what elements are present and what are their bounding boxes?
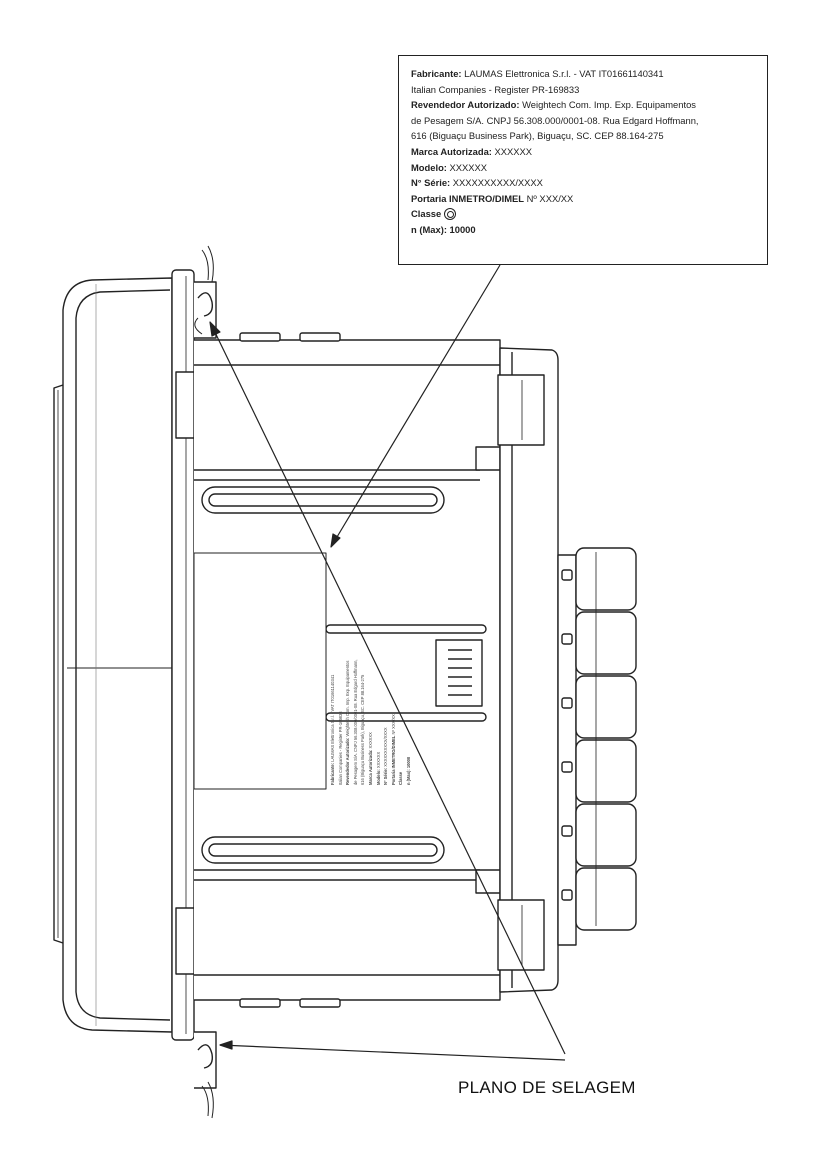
leader-lines — [209, 264, 566, 1061]
revendedor-value: Weightech Com. Imp. Exp. Equipamentos — [519, 99, 696, 111]
revendedor-line3: 616 (Biguaçu Business Park), Biguaçu, SC… — [411, 130, 664, 142]
sealing-plane-caption: PLANO DE SELAGEM — [458, 1078, 636, 1097]
accuracy-class-icon — [444, 207, 457, 220]
nmax-line: n (Max): 10000 — [411, 223, 476, 235]
rear-housing — [497, 347, 559, 993]
small-register: Italian Companies - Register PR-169833 — [337, 711, 343, 786]
small-revendedor-line3: 616 (Biguaçu Business Park), Biguaçu, SC… — [360, 674, 366, 785]
identification-label-callout: Fabricante: LAUMAS Elettronica S.r.l. - … — [398, 55, 768, 265]
small-portaria-key: Portaria INMETRO/DIMEL — [390, 735, 396, 785]
revendedor-key: Revendedor Autorizado: — [411, 99, 520, 111]
small-portaria-val: Nº XXX/XX — [390, 714, 396, 736]
serie-value: XXXXXXXXXX/XXXX — [450, 177, 543, 189]
small-marca-key: Marca Autorizada: — [367, 749, 373, 785]
small-marca-val: XXXXXX — [367, 732, 373, 750]
small-nmax: n (Max): 10000 — [405, 756, 411, 785]
small-serie-key: N° Série: — [383, 767, 389, 785]
front-cover — [53, 277, 173, 1033]
small-revendedor-line2: de Pesagem S/A. CNPJ 56.308.000/0001-08.… — [352, 659, 358, 785]
register-line: Italian Companies - Register PR-169833 — [411, 83, 580, 95]
marca-key: Marca Autorizada: — [411, 145, 492, 157]
classe-key: Classe — [411, 208, 442, 220]
modelo-key: Modelo: — [411, 161, 447, 173]
small-serie-val: XXXXXXXXXX/XXXX — [383, 727, 389, 768]
bottom-clip — [194, 1031, 217, 1119]
small-revendedor-key: Revendedor Autorizado: — [345, 737, 351, 785]
serie-key: N° Série: — [411, 177, 451, 189]
small-classe-key: Classe — [398, 771, 404, 785]
portaria-key: Portaria INMETRO/DIMEL — [411, 192, 525, 204]
fabricante-value: LAUMAS Elettronica S.r.l. - VAT IT016611… — [461, 68, 664, 79]
terminal-connectors — [557, 547, 637, 946]
marca-value: XXXXXX — [491, 145, 533, 157]
housing-body — [194, 332, 501, 1008]
revendedor-line2: de Pesagem S/A. CNPJ 56.308.000/0001-08.… — [411, 114, 699, 126]
portaria-value: Nº XXX/XX — [524, 192, 574, 204]
front-flange — [171, 269, 195, 1041]
small-fabricante-val: LAUMAS Elettronica S.r.l. - VAT IT016611… — [330, 674, 335, 763]
fabricante-key: Fabricante: — [411, 68, 462, 79]
small-modelo-val: XXXXXX — [375, 751, 381, 770]
small-revendedor-val: Weightech Com. Imp. Exp. Equipamentos — [345, 660, 351, 738]
small-modelo-key: Modelo: — [375, 769, 381, 785]
modelo-value: XXXXXX — [446, 161, 488, 173]
small-fabricante-key: Fabricante: — [330, 762, 335, 785]
housing-label-plate — [193, 552, 327, 790]
